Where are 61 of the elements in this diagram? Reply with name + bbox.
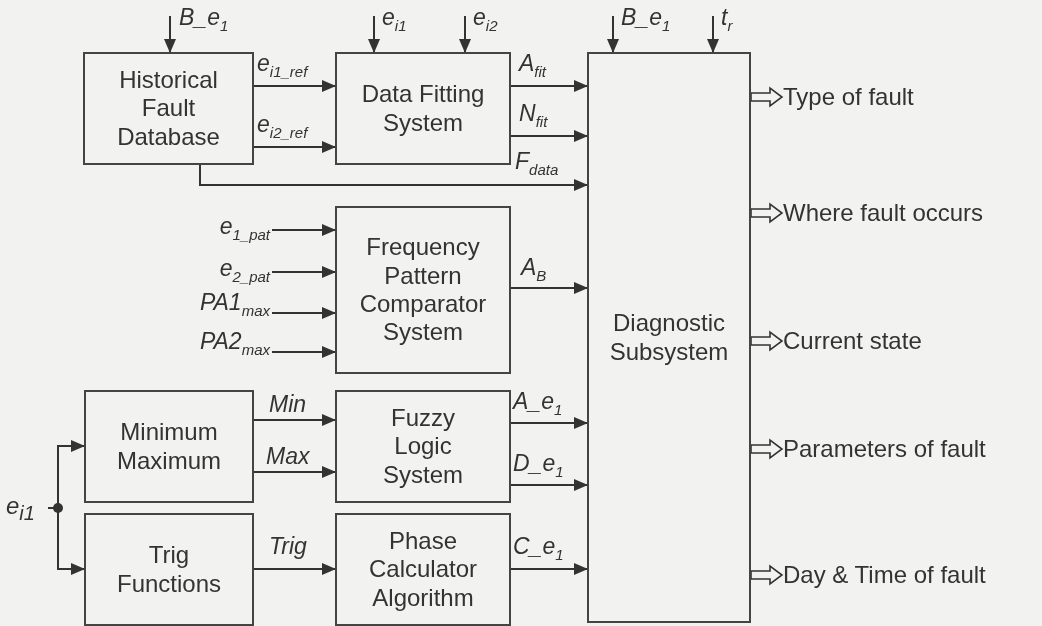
arrow [164,15,176,53]
edge-label: D_e$_{1}$ [512,452,565,479]
arrow [253,141,336,153]
edge-label: t$_{r}$ [720,6,734,33]
output-label: Day & Time of fault [783,561,986,589]
output-arrow [750,330,784,352]
process-box [335,206,511,374]
output-arrow [750,438,784,460]
arrow [253,414,336,426]
process-box [84,390,254,503]
output-arrow [750,564,784,586]
edge-label: N$_{fit}$ [518,102,549,129]
process-box [335,52,511,165]
output-label: Parameters of fault [783,435,986,463]
process-box [335,513,511,626]
box-label: Trig Functions [115,541,223,598]
output-label: Current state [783,327,922,355]
arrow [368,15,380,53]
arrow [271,346,336,358]
box-label: Historical Fault Database [116,66,221,151]
box-label: Minimum Maximum [116,418,222,475]
box-label: Fuzzy Logic System [382,404,464,489]
output-arrow [750,202,784,224]
arrow [271,224,336,236]
arrow [510,130,588,142]
edge-label: A_e$_{1}$ [512,390,564,417]
arrow [510,80,588,92]
arrow [253,466,336,478]
arrow [510,282,588,294]
process-box [84,513,254,626]
edge-label: C_e$_{1}$ [512,535,565,562]
box-label: Data Fitting System [360,80,486,137]
arrow [510,417,588,429]
edge-label: PA2$_{max}$ [198,330,271,357]
arrow [607,15,619,53]
arrow [459,15,471,53]
arrow [271,266,336,278]
box-label: Diagnostic Subsystem [608,309,730,366]
arrow [707,15,719,53]
edge-label: A$_{B}$ [520,256,548,283]
edge-label: B_e$_{1}$ [620,6,672,33]
output-label: Where fault occurs [783,199,984,227]
output-label: Type of fault [783,83,914,111]
process-box [335,390,511,503]
edge-label: B_e$_{1}$ [178,6,230,33]
signal-label: e$_{i1}$ [6,491,35,525]
output-arrow [750,86,784,108]
arrow [253,563,336,575]
edge-label: PA1$_{max}$ [198,291,271,318]
arrow [510,479,588,491]
process-box [587,52,751,623]
edge-label: A$_{fit}$ [518,52,547,79]
arrow [199,164,588,191]
arrow [253,80,336,92]
edge-label: Trig [268,535,308,558]
arrow [510,563,588,575]
arrow [271,307,336,319]
process-box [83,52,254,165]
edge-label: F$_{data}$ [514,150,560,177]
box-label: Frequency Pattern Comparator System [358,233,488,347]
box-label: Phase Calculator Algorithm [367,527,478,612]
